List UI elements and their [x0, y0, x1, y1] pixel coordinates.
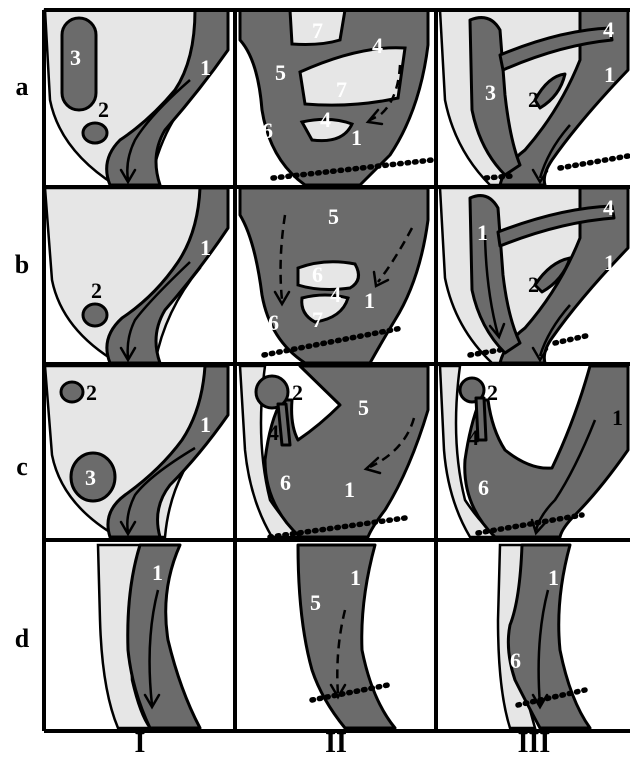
- structure-2: [61, 382, 83, 402]
- label-3: 3: [85, 465, 96, 490]
- label-7: 7: [312, 18, 323, 43]
- label-2: 2: [86, 380, 97, 405]
- structure-2: [83, 123, 107, 143]
- label-4: 4: [330, 282, 341, 307]
- label-6: 6: [478, 475, 489, 500]
- label-3: 3: [485, 80, 496, 105]
- structure-2: [83, 304, 107, 326]
- label-1: 1: [612, 405, 623, 430]
- label-1: 1: [350, 565, 361, 590]
- label-1: 1: [364, 288, 375, 313]
- label-1: 1: [152, 560, 163, 585]
- panel-a-II: 7 4 5 7 4 6 1: [240, 10, 432, 185]
- label-5: 5: [358, 395, 369, 420]
- label-1: 1: [351, 125, 362, 150]
- label-1: 1: [200, 235, 211, 260]
- column-label-I: I: [80, 728, 200, 760]
- label-4: 4: [268, 420, 279, 445]
- label-2: 2: [487, 380, 498, 405]
- label-1: 1: [604, 62, 615, 87]
- label-4: 4: [468, 425, 479, 450]
- panel-c-I: 2 1 3: [45, 366, 228, 537]
- label-6: 6: [268, 310, 279, 335]
- label-1: 1: [548, 565, 559, 590]
- row-label-a: a: [10, 72, 34, 102]
- label-4: 4: [603, 195, 614, 220]
- row-label-c: c: [10, 452, 34, 482]
- label-2: 2: [528, 87, 539, 112]
- label-2: 2: [528, 272, 539, 297]
- label-2: 2: [98, 97, 109, 122]
- label-6: 6: [510, 648, 521, 673]
- panel-d-II: 5 1: [298, 545, 395, 728]
- panel-b-III: 4 1 2 1: [440, 188, 628, 363]
- label-6: 6: [280, 470, 291, 495]
- label-1: 1: [200, 412, 211, 437]
- label-1: 1: [344, 477, 355, 502]
- label-4: 4: [603, 17, 614, 42]
- panel-d-I: 1: [98, 545, 200, 728]
- label-5: 5: [310, 590, 321, 615]
- panel-d-III: 1 6: [498, 545, 590, 728]
- label-1: 1: [604, 250, 615, 275]
- panel-c-III: 2 4 1 6: [440, 366, 628, 537]
- dotted-boundary-right: [560, 156, 628, 168]
- label-7: 7: [312, 307, 323, 332]
- panel-b-I: 2 1: [45, 188, 228, 363]
- row-label-d: d: [10, 624, 34, 654]
- label-6: 6: [262, 118, 273, 143]
- dotted-boundary-right: [555, 335, 590, 343]
- label-6: 6: [312, 262, 323, 287]
- panel-b-II: 5 6 4 1 6 7: [240, 188, 428, 363]
- label-5: 5: [328, 204, 339, 229]
- label-1: 1: [200, 55, 211, 80]
- panel-c-II: 2 5 4 6 1: [240, 366, 428, 537]
- label-4: 4: [320, 107, 331, 132]
- lumen-6: [298, 262, 359, 290]
- label-5: 5: [275, 60, 286, 85]
- column-label-II: II: [276, 728, 396, 760]
- label-1: 1: [477, 220, 488, 245]
- label-3: 3: [70, 45, 81, 70]
- label-2: 2: [91, 278, 102, 303]
- row-label-b: b: [10, 250, 34, 280]
- label-2: 2: [292, 380, 303, 405]
- panel-a-III: 4 3 2 1: [440, 10, 628, 185]
- column-label-III: III: [474, 728, 594, 760]
- panel-a-I: 3 2 1: [45, 10, 228, 185]
- label-4: 4: [372, 33, 383, 58]
- label-7: 7: [336, 77, 347, 102]
- duct: [128, 545, 200, 728]
